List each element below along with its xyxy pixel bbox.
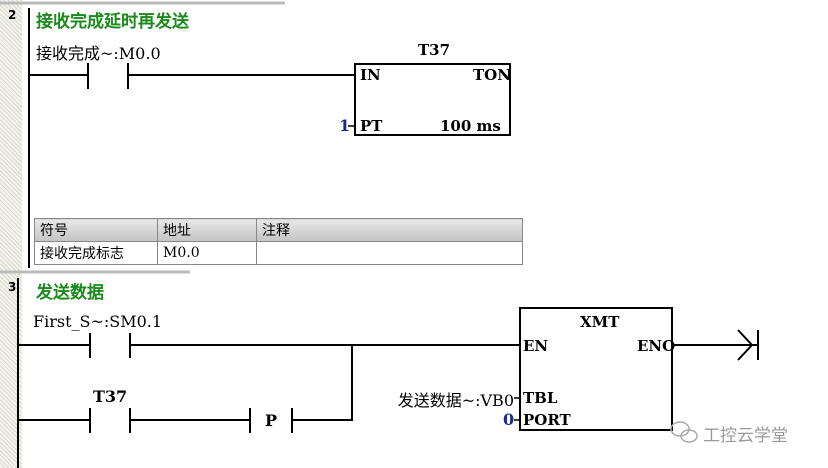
pin-port: PORT [523,411,571,429]
pt-value[interactable]: 1 [339,116,351,135]
timebase: 100 ms [440,117,501,135]
wechat-icon [670,421,698,443]
rung-end-arrow-icon [737,329,754,361]
network-title: 发送数据 [36,283,104,303]
xmt-box[interactable] [519,307,673,431]
ton-box[interactable] [354,63,511,136]
xmt-name: XMT [580,313,620,331]
symbol-table: 符号 地址 注释 接收完成标志 M0.0 [34,218,523,265]
network-number: 3 [8,280,17,294]
pin-pt: PT [360,117,383,135]
col-address: 地址 [157,218,257,242]
network-number: 2 [8,8,17,22]
network-gutter [0,0,22,468]
contact-label: 接收完成~:M0.0 [36,44,161,63]
contact-label: First_S~:SM0.1 [33,312,163,331]
timer-type: TON [473,66,511,84]
col-comment: 注释 [256,218,523,242]
pin-eno: ENO [637,337,676,355]
watermark: 工控云学堂 [703,426,788,446]
contact-m0-0[interactable] [29,63,129,89]
pin-in: IN [360,66,381,84]
pin-tbl: TBL [523,389,558,407]
timer-name: T37 [418,41,451,59]
tbl-value[interactable]: 发送数据~:VB0 [397,391,514,410]
col-symbol: 符号 [34,218,158,242]
port-value[interactable]: 0 [503,410,515,429]
network-title: 接收完成延时再发送 [36,12,189,32]
contact-label: T37 [93,387,128,406]
table-row: 接收完成标志 M0.0 [34,241,523,265]
pin-en: EN [523,337,549,355]
positive-edge[interactable]: P [265,411,278,430]
